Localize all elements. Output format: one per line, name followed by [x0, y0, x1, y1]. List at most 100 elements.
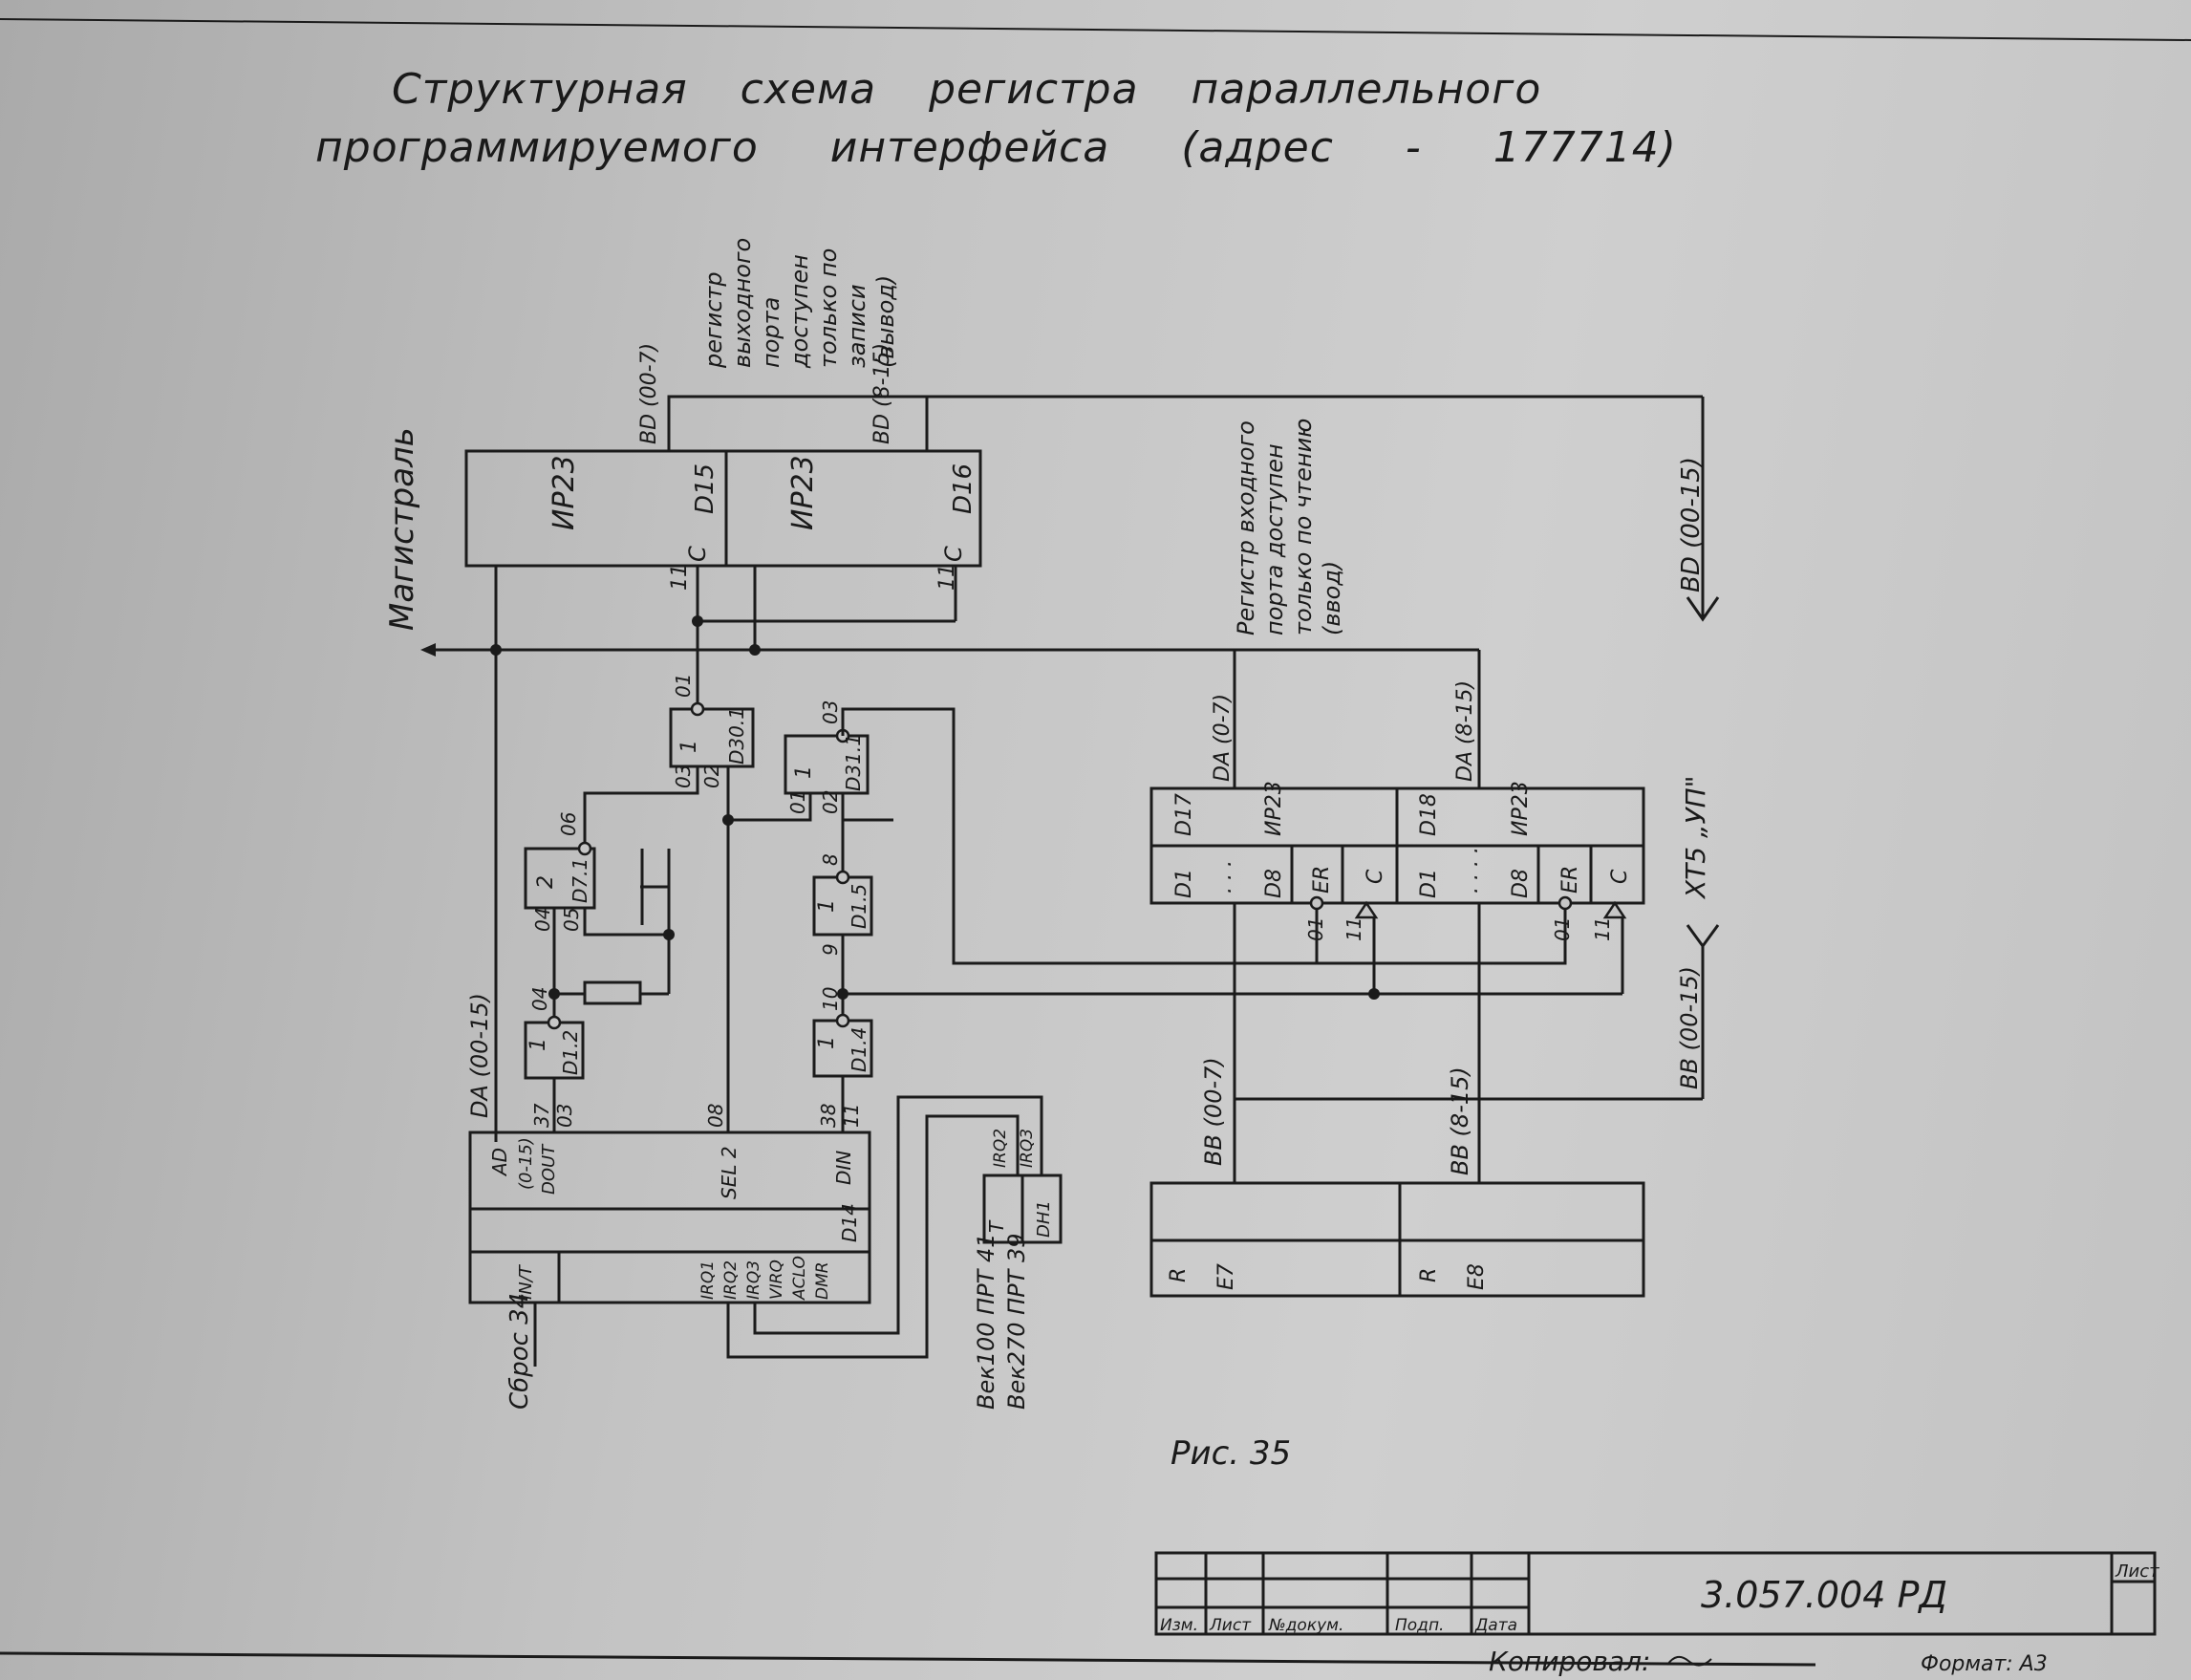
d14-virq: VIRQ — [767, 1260, 786, 1300]
stamp-date: Дата — [1474, 1616, 1517, 1635]
stamp-doc: №докум. — [1268, 1616, 1343, 1635]
gate-d7-1 — [524, 847, 596, 910]
bb-8-15-label: ВВ (8-15) — [1447, 1066, 1473, 1175]
d31-in2: 02 — [819, 790, 842, 814]
pin-38: 38 — [817, 1104, 840, 1128]
output-register-note: регистр выходного порта доступен только … — [700, 238, 899, 369]
svg-text:(ввод): (ввод) — [1319, 561, 1345, 635]
format-label: Формат: А3 — [1921, 1652, 2048, 1676]
gate-d30-1 — [669, 707, 755, 768]
d17-d8: D8 — [1262, 869, 1286, 898]
bd-arrow-icon — [1686, 596, 1720, 622]
copied-label: Копировал: — [1489, 1646, 1650, 1677]
d17-er: ER — [1310, 866, 1334, 894]
d17-c: C — [1364, 869, 1387, 884]
er-bubble — [1309, 895, 1324, 911]
junction-dot — [749, 644, 761, 656]
d1-5-ref: D1.5 — [848, 884, 870, 929]
vek270-label: Век270 ПРТ 39 — [1003, 1233, 1030, 1410]
d15-ref: D15 — [691, 463, 720, 514]
d15-clk: C — [684, 546, 711, 562]
d18-c: C — [1608, 869, 1632, 884]
gate-d31-1 — [784, 734, 870, 795]
svg-text:выходного: выходного — [729, 238, 756, 368]
pin-08: 08 — [704, 1104, 727, 1128]
d31-in1-wire — [728, 793, 812, 822]
d14-int: IN/T — [516, 1263, 536, 1300]
dh1-irq2: IRQ2 — [991, 1129, 1010, 1168]
pin-37: 37 — [530, 1103, 553, 1128]
magistral-label: Магистраль — [383, 427, 421, 631]
d7-fn: 2 — [534, 875, 558, 889]
d30-in1-wire — [583, 766, 699, 843]
bus-arrow-icon — [420, 643, 436, 657]
stamp-sign: Подп. — [1395, 1616, 1444, 1635]
e8-ref: E8 — [1465, 1263, 1489, 1290]
d14-irq2: IRQ2 — [721, 1260, 741, 1300]
e7-ref: E7 — [1214, 1263, 1238, 1290]
d18-d1: D1 — [1417, 869, 1441, 898]
clock-triangle-icon — [1602, 900, 1627, 919]
d31-fn: 1 — [792, 765, 816, 779]
d16-clk: C — [940, 546, 967, 562]
pin-03: 03 — [553, 1104, 576, 1128]
svg-text:доступен: доступен — [786, 254, 813, 369]
junction-dot — [692, 615, 703, 627]
d1-4-ref: D1.4 — [848, 1027, 870, 1072]
junction-dot — [490, 644, 502, 656]
svg-text:порта: порта — [758, 297, 784, 368]
d18-er-pin: 01 — [1551, 917, 1574, 941]
figure-caption: Рис. 35 — [1171, 1434, 1291, 1473]
d1-2-ref: D1.2 — [559, 1030, 582, 1075]
diagram-title: Структурная схема регистра параллельного… — [315, 65, 1677, 172]
inverter-bubble — [547, 1015, 562, 1030]
d1-4-fn: 1 — [815, 1036, 839, 1049]
d14-ad: AD — [488, 1148, 511, 1177]
d7-in2: 05 — [560, 908, 583, 932]
d18-er: ER — [1558, 866, 1582, 894]
d1-2-out: 04 — [528, 987, 551, 1011]
title-line-1: Структурная схема регистра параллельного — [392, 65, 1542, 114]
da-0-7-label: DA (0-7) — [1211, 694, 1235, 782]
d18-type: ИР23 — [1509, 781, 1533, 836]
inverter-bubble — [690, 701, 705, 717]
d14-ref: D14 — [838, 1203, 861, 1242]
d14-din: DIN — [832, 1151, 855, 1185]
bd-00-7-label: ВD (00-7) — [637, 343, 661, 444]
d31-out: 03 — [819, 700, 842, 724]
d7-ref: D7.1 — [569, 858, 591, 903]
stamp-izm: Изм. — [1160, 1616, 1198, 1635]
title-block: Изм. Лист №докум. Подп. Дата 3.057.004 Р… — [1154, 1551, 2159, 1677]
chip-d14 — [468, 1131, 871, 1304]
reset-label: Сброс 34 — [505, 1293, 534, 1410]
da-8-15-label: DA (8-15) — [1453, 680, 1477, 782]
inverter-bubble — [835, 870, 850, 885]
d17-dots: . . . — [1213, 860, 1236, 894]
stamp-list: Лист — [1209, 1616, 1252, 1635]
junction-dot — [548, 988, 560, 1000]
e8-r: R — [1417, 1268, 1441, 1282]
input-register-note: Регистр входного порта доступен только п… — [1233, 419, 1345, 635]
bd-8-15-label: ВD (8-15) — [870, 343, 894, 444]
title-line-2: программируемого интерфейса (адрес - 177… — [315, 123, 1677, 172]
da-00-15-label: DA (00-15) — [466, 993, 493, 1118]
d1-5-in: 9 — [819, 943, 842, 956]
svg-text:Регистр входного: Регистр входного — [1233, 420, 1259, 635]
xt5-label: XT5 „УП" — [1680, 775, 1711, 900]
d31-in1: 01 — [786, 790, 809, 814]
inverter-bubble — [577, 841, 592, 856]
d7-in2-wire — [583, 908, 669, 937]
stamp-sheet-label: Лист — [2115, 1562, 2159, 1582]
clock-triangle-icon — [1354, 900, 1379, 919]
d15-pin: 11 — [668, 564, 692, 591]
d30-ref: D30.1 — [725, 707, 748, 765]
d7-in1: 04 — [531, 908, 554, 932]
d16-type: ИР23 — [786, 455, 820, 530]
d14-irq1: IRQ1 — [698, 1260, 718, 1300]
copyist-signature — [1666, 1655, 1712, 1667]
d18-d8: D8 — [1509, 869, 1533, 898]
d7-out: 06 — [557, 812, 580, 836]
d14-ad-range: (0-15) — [516, 1137, 536, 1190]
d18-dots: . . . . — [1459, 847, 1483, 894]
d31-ref: D31.1 — [842, 734, 865, 791]
